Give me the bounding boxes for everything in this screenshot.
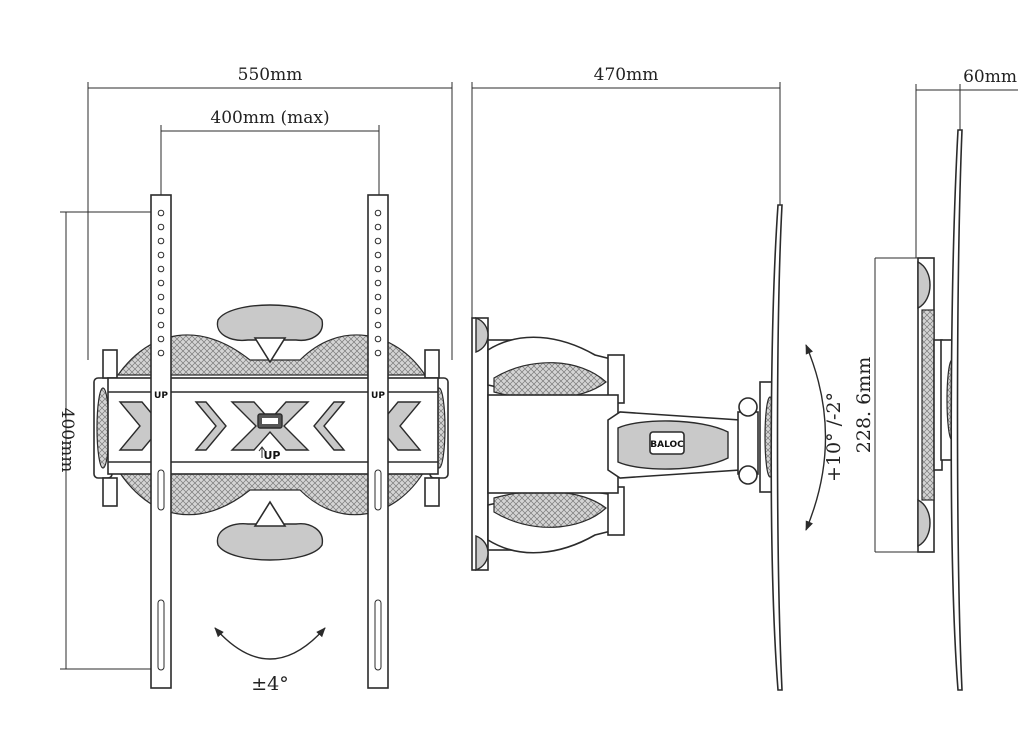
side-view: 470mm BALOC xyxy=(471,65,845,691)
tilt-angle-label: +10° /-2° xyxy=(823,392,845,482)
up-marking-center: UP xyxy=(264,449,281,462)
side-arm-upper xyxy=(487,336,625,404)
side-extension-arm: BALOC xyxy=(607,411,741,479)
front-view: 550mm 400mm (max) 400mm xyxy=(57,65,453,695)
left-vesa-rail: UP xyxy=(150,194,172,689)
dim-vesa-height: 400mm xyxy=(57,211,160,670)
left-rail-holes xyxy=(157,209,165,357)
side-arm-lower xyxy=(487,486,625,554)
swivel-indicator: ±4° xyxy=(214,627,326,695)
wall-plate-assembly: UP xyxy=(93,304,449,561)
dim-plate-height: 228. 6mm xyxy=(853,257,918,553)
folded-view: 60mm 228. 6mm xyxy=(853,67,1018,691)
extension-label: 470mm xyxy=(594,65,659,85)
side-tilt-head xyxy=(737,381,776,493)
vesa-width-label: 400mm (max) xyxy=(210,108,329,128)
plate-height-label: 228. 6mm xyxy=(853,357,875,453)
up-marking-right: UP xyxy=(371,391,385,401)
folded-tv-panel xyxy=(950,129,963,691)
dim-overall-width: 550mm xyxy=(87,65,453,360)
swivel-angle-label: ±4° xyxy=(251,673,289,695)
vesa-height-label: 400mm xyxy=(57,408,77,473)
dim-vesa-width: 400mm (max) xyxy=(160,108,380,198)
brand-marking: BALOC xyxy=(650,440,684,450)
right-rail-holes xyxy=(374,209,382,357)
overall-width-label: 550mm xyxy=(238,65,303,85)
up-marking-left: UP xyxy=(154,391,168,401)
dim-extension: 470mm xyxy=(471,65,781,318)
tilt-indicator: +10° /-2° xyxy=(805,344,845,531)
wall-depth-label: 60mm xyxy=(963,67,1017,87)
right-vesa-rail: UP xyxy=(367,194,389,689)
side-tv-panel xyxy=(770,204,783,691)
dim-wall-depth: 60mm xyxy=(915,67,1018,258)
